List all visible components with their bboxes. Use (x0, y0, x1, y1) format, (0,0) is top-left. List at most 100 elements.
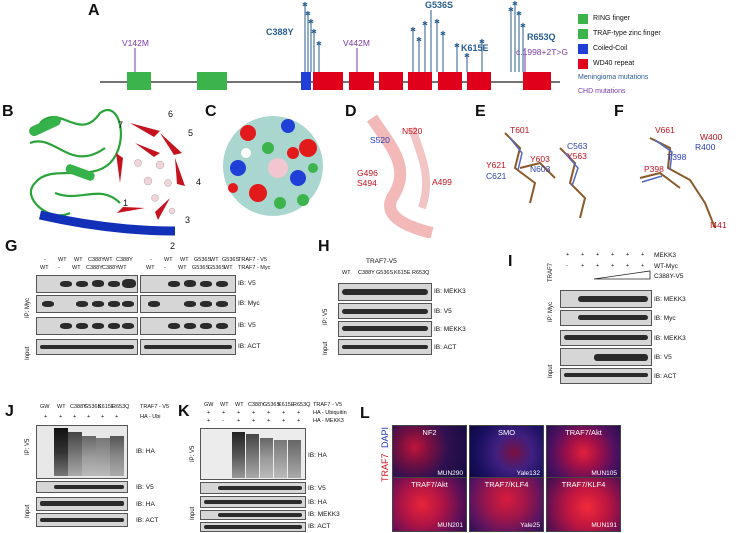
j-sign-0: + (44, 414, 48, 420)
svg-text:✱: ✱ (512, 0, 518, 8)
k-s2-6: + (297, 418, 301, 424)
svg-text:✱: ✱ (311, 28, 317, 36)
panel-label-f: F (614, 103, 624, 120)
k-lane-6: R653Q (293, 402, 311, 408)
j-input: Input (25, 504, 31, 518)
label-text: TRAF7/KLF4 (561, 480, 606, 489)
label-text: Yale132 (516, 470, 540, 477)
g-r1b-0: - (150, 257, 152, 263)
k-key3: HA - MEKK3 (313, 418, 344, 424)
res-n520: N520 (402, 126, 423, 136)
l-side-dapi: DAPI (380, 426, 390, 448)
k-ib-0: IB: HA (308, 452, 327, 459)
label-text: NF2 (422, 428, 437, 437)
svg-text:✱: ✱ (516, 10, 522, 18)
g-r2-2: WT (72, 265, 81, 271)
h-lane-4: R653Q (412, 270, 430, 276)
j-sign-4: + (101, 414, 105, 420)
j-key2: HA - Ubi (140, 414, 161, 420)
blade-1: 1 (123, 198, 128, 208)
domain-diagram: ✱✱✱ ✱✱ ✱✱✱ ✱✱✱ ✱✱ ✱✱✱✱ (100, 0, 560, 90)
i-r1-0: + (566, 252, 570, 258)
legend-ring: RING finger (593, 15, 630, 22)
res-w400: W400 (700, 132, 722, 142)
panel-label-c: C (205, 103, 217, 120)
chd-v142m: V142M (122, 38, 149, 48)
k-s1-3: + (252, 410, 256, 416)
mutation-c388y: C388Y (266, 27, 294, 37)
i-ib-0: IB: MEKK3 (654, 296, 686, 303)
res-g496: G496 (357, 168, 378, 178)
h-lane-3: K615E (394, 270, 411, 276)
res-p398: P398 (644, 164, 664, 174)
k-s2-2: + (237, 418, 241, 424)
g-r1b-1: WT (164, 257, 173, 263)
g-r1b-2: WT (180, 257, 189, 263)
label-text: SMO (497, 428, 516, 437)
l-side-traf7: TRAF7 (380, 453, 390, 482)
panel-label-g: G (5, 238, 18, 255)
i-ib-1: IB: Myc (654, 315, 676, 322)
k-s2-4: + (267, 418, 271, 424)
k-ip: IP: V5 (190, 445, 196, 462)
i-r2-4: + (626, 263, 630, 269)
k-s1-5: + (282, 410, 286, 416)
g-r1b-5: G536S (222, 257, 240, 263)
blade-7: 7 (118, 120, 123, 130)
k-ib-4: IB: ACT (308, 523, 331, 530)
j-lane-4: K615E (98, 404, 115, 410)
k-lane-3: C388Y (248, 402, 265, 408)
g-r1-0: - (44, 257, 46, 263)
g-r1-2: WT (74, 257, 83, 263)
if-tile-2: SMO Yale132 (469, 425, 544, 480)
j-sign-2: + (73, 414, 77, 420)
g-ib-2: IB: V5 (238, 322, 256, 329)
k-s1-2: + (237, 410, 241, 416)
label-text: TRAF7/KLF4 (484, 480, 529, 489)
g-r1-1: WT (58, 257, 67, 263)
k-s2-3: + (252, 418, 256, 424)
label-text: MUN201 (437, 522, 463, 529)
i-r3-label: C388Y-V5 (654, 273, 684, 280)
i-input: Input (548, 364, 554, 378)
chd-splice: c.1998+2T>G (516, 47, 568, 57)
g-r2b-1: - (164, 265, 166, 271)
legend-traf: TRAF-type zinc finger (593, 30, 661, 37)
surface-model (223, 116, 323, 216)
panel-label-d: D (345, 103, 357, 120)
svg-text:✱: ✱ (416, 36, 422, 44)
svg-text:✱: ✱ (508, 6, 514, 14)
svg-text:✱: ✱ (479, 38, 485, 46)
res-a499: A499 (432, 177, 452, 187)
g-r2b-4: G536S (208, 265, 226, 271)
k-input: Input (190, 506, 196, 520)
h-ip: IP: V5 (323, 308, 329, 325)
i-ib-2: IB: MEKK3 (654, 335, 686, 342)
j-lane-0: GW (40, 404, 50, 410)
h-ib-1: IB: V5 (434, 308, 452, 315)
k-lane-5: K615E (278, 402, 295, 408)
chd-v442m: V442M (343, 38, 370, 48)
j-lane-5: R653Q (112, 404, 130, 410)
h-title: TRAF7-V5 (366, 258, 397, 265)
k-key2: HA - Ubiquitin (313, 410, 347, 416)
mutation-r653q: R653Q (527, 32, 556, 42)
svg-text:✱: ✱ (316, 40, 322, 48)
legend-meningioma: Meningioma mutations (578, 74, 649, 81)
i-ib-3: IB: V5 (654, 354, 672, 361)
h-ib-3: IB: ACT (434, 344, 457, 351)
i-r1-label: MEKK3 (654, 252, 677, 259)
svg-text:✱: ✱ (410, 26, 416, 34)
h-lane-2: G536S (376, 270, 394, 276)
k-s1-1: + (222, 410, 226, 416)
svg-text:✱: ✱ (440, 30, 446, 38)
g-r2-4: C388Y (102, 265, 119, 271)
svg-text:✱: ✱ (422, 20, 428, 28)
i-r2-3: + (611, 263, 615, 269)
svg-text:✱: ✱ (308, 18, 314, 26)
g-ib-1: IB: Myc (238, 300, 260, 307)
res-v661: V661 (655, 125, 675, 135)
svg-text:✱: ✱ (434, 18, 440, 26)
